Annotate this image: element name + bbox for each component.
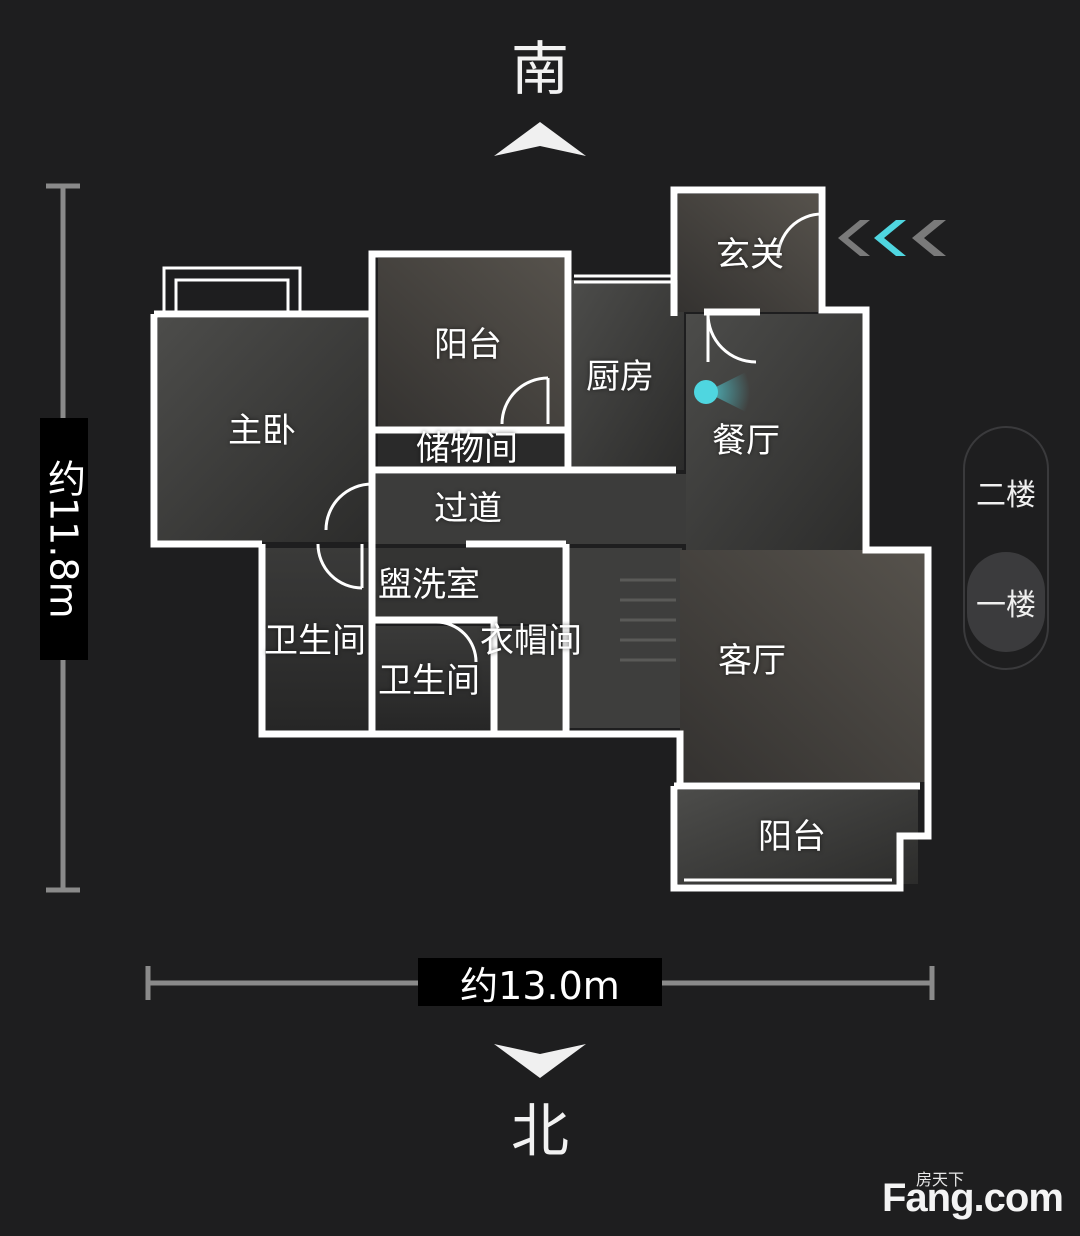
floor-button-2f[interactable]: 二楼	[976, 478, 1036, 513]
balcony-outline	[162, 266, 892, 882]
kitchen-floor	[572, 280, 684, 470]
room-bathroom-mid[interactable]: 卫生间	[378, 661, 480, 701]
entry-chevrons-icon	[838, 220, 946, 256]
cloakroom-floor	[494, 626, 562, 732]
corridor-floor	[370, 474, 686, 544]
bathroom-left-floor	[264, 548, 368, 732]
walls	[150, 186, 932, 892]
height-dimension-label: 约11.8m	[40, 418, 88, 660]
room-kitchen[interactable]: 厨房	[586, 357, 654, 397]
living-floor	[680, 550, 926, 782]
room-master-bedroom[interactable]: 主卧	[228, 411, 296, 451]
room-entrance[interactable]: 玄关	[716, 235, 784, 275]
logo-big-text: Fang.com	[882, 1176, 1064, 1220]
room-corridor[interactable]: 过道	[434, 489, 502, 529]
compass-down-arrow-icon[interactable]	[490, 1040, 590, 1084]
width-dimension-label: 约13.0m	[418, 958, 662, 1008]
compass-south-label: 南	[510, 35, 569, 103]
balcony-bottom-floor	[678, 790, 918, 884]
dining-floor	[686, 314, 866, 554]
logo-small-text: 房天下	[916, 1170, 965, 1189]
room-cloakroom[interactable]: 衣帽间	[480, 621, 582, 661]
stair-floor	[566, 548, 682, 728]
viewpoint-marker-icon	[694, 370, 750, 414]
room-balcony-top[interactable]: 阳台	[434, 325, 502, 365]
floor-switcher: 二楼 一楼	[963, 426, 1049, 670]
room-living[interactable]: 客厅	[718, 641, 786, 681]
room-washroom[interactable]: 盥洗室	[378, 565, 480, 605]
room-storage[interactable]: 储物间	[416, 429, 518, 469]
floor-button-1f[interactable]: 一楼	[967, 552, 1045, 652]
compass-north-label: 北	[510, 1097, 569, 1165]
fang-logo: 房天下 Fang.com	[882, 1166, 1064, 1222]
doors	[316, 212, 824, 663]
compass-up-arrow-icon[interactable]	[490, 118, 590, 162]
balcony-top-floor	[378, 258, 566, 428]
entrance-floor	[678, 194, 818, 312]
storage-floor	[378, 432, 566, 468]
washroom-floor	[372, 548, 562, 624]
room-bathroom-left[interactable]: 卫生间	[264, 621, 366, 661]
stairs	[620, 578, 676, 662]
room-balcony-bottom[interactable]: 阳台	[758, 817, 826, 857]
room-dining[interactable]: 餐厅	[712, 421, 780, 461]
